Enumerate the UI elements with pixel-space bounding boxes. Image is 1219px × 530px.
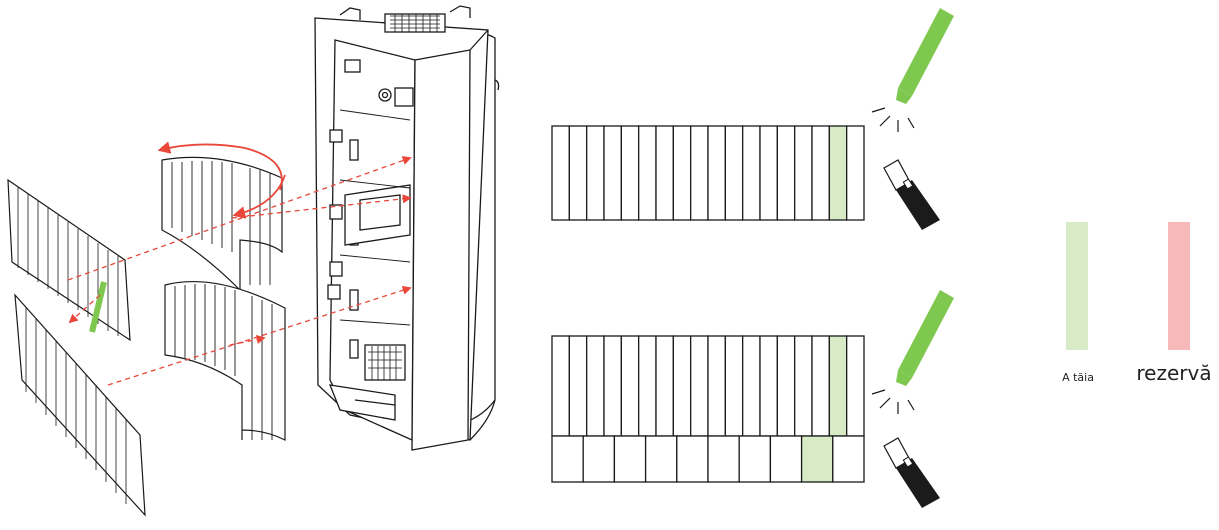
marker-pen-icon: [871, 290, 954, 414]
strip-cell-cut: [828, 125, 848, 221]
strip-cell: [655, 335, 674, 437]
strip-cell: [759, 125, 778, 221]
strip-cell: [568, 125, 588, 221]
strip-cell: [638, 335, 657, 437]
strip-cell: [724, 125, 744, 221]
strip-cell: [776, 125, 796, 221]
top-terminal-block: [390, 14, 440, 32]
strip-cell: [776, 335, 796, 437]
curved-strip-lower: [164, 280, 286, 441]
strip-cell: [690, 335, 709, 437]
strip-cell: [811, 335, 830, 437]
curved-arrow-icon: [157, 141, 286, 219]
label-strip-top: [551, 125, 865, 221]
marker-pen-icon: [871, 8, 954, 132]
strip-cell: [672, 125, 692, 221]
flat-strip-top: [7, 178, 131, 342]
legend-cut-label: A tăia: [1062, 371, 1094, 384]
strip-cell: [568, 335, 588, 437]
strip-cell: [586, 125, 605, 221]
strip-cell-cut: [828, 335, 848, 437]
strip-cell: [769, 435, 803, 483]
strip-cell: [846, 335, 865, 437]
device-housing: [314, 5, 500, 451]
strip-cell: [742, 335, 761, 437]
strip-cell: [582, 435, 616, 483]
strip-cell: [638, 125, 657, 221]
strip-cell-cut: [800, 435, 834, 483]
strip-cell: [707, 125, 726, 221]
strip-cell: [620, 335, 640, 437]
utility-knife-icon: [883, 437, 940, 508]
strip-cell: [551, 435, 584, 483]
strip-cell: [738, 435, 772, 483]
strip-cell: [832, 435, 865, 483]
strip-cell: [655, 125, 674, 221]
strip-cell: [794, 335, 813, 437]
pen-mark: [89, 281, 107, 333]
strip-cell: [676, 435, 709, 483]
strip-cell: [620, 125, 640, 221]
strip-cell: [811, 125, 830, 221]
strip-cell: [742, 125, 761, 221]
strip-cell: [613, 435, 647, 483]
strip-cell: [586, 335, 605, 437]
utility-knife-icon: [883, 159, 940, 230]
strip-cell: [672, 335, 692, 437]
strip-cell: [551, 335, 570, 437]
strip-cell: [707, 435, 740, 483]
curved-strip-upper: [161, 156, 283, 292]
legend-cut-swatch: [1066, 222, 1088, 350]
strip-cell: [644, 435, 678, 483]
strip-cell: [551, 125, 570, 221]
strip-cell: [603, 125, 622, 221]
dashed-arrow-icon: [67, 156, 412, 386]
legend-spare-swatch: [1168, 222, 1190, 350]
label-strip-bottom-upper: [551, 335, 865, 437]
strip-cell: [846, 125, 865, 221]
flat-strip-bottom: [14, 293, 146, 517]
strip-cell: [794, 125, 813, 221]
strip-cell: [707, 335, 726, 437]
label-strip-bottom-lower: [551, 435, 865, 483]
strip-cell: [690, 125, 709, 221]
legend-spare-label: rezervă: [1136, 361, 1211, 385]
strip-cell: [724, 335, 744, 437]
strip-cell: [603, 335, 622, 437]
strip-cell: [759, 335, 778, 437]
